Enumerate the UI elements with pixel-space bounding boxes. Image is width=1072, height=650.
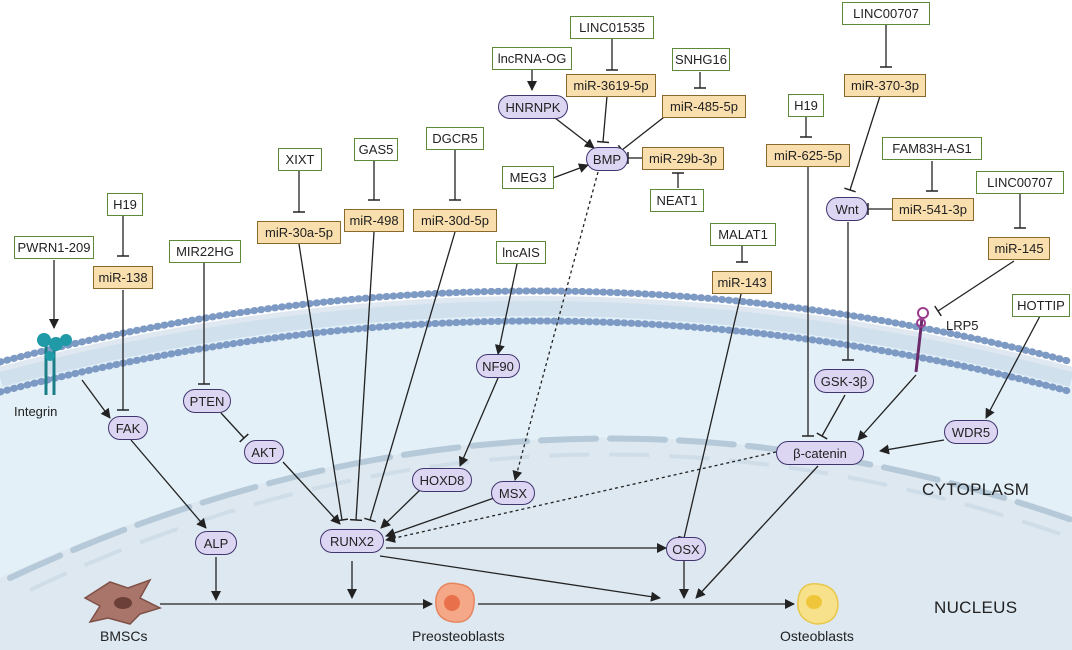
node-wdr5: WDR5	[944, 420, 998, 444]
label-lrp5: LRP5	[946, 318, 979, 333]
membrane-inner	[0, 317, 1072, 396]
nuclear-envelope	[7, 435, 1072, 581]
mirna-mir-30d-5p: miR-30d-5p	[413, 209, 497, 232]
membrane-outer	[0, 287, 1072, 366]
nuclear-envelope-inner	[29, 452, 1072, 592]
node-alp: ALP	[195, 531, 237, 555]
lncrna-lncais: lncAIS	[496, 241, 546, 264]
region-label-nucleus: NUCLEUS	[934, 598, 1018, 617]
mirna-mir-145: miR-145	[988, 237, 1050, 260]
label-bmscs: BMSCs	[100, 628, 148, 644]
mirna-mir-485-5p: miR-485-5p	[662, 95, 746, 118]
membrane-tails	[0, 296, 1072, 387]
lncrna-mir22hg: MIR22HG	[169, 240, 241, 263]
mirna-mir-29b-3p: miR-29b-3p	[642, 147, 724, 170]
lncrna-hottip: HOTTIP	[1012, 294, 1070, 317]
node-akt: AKT	[244, 440, 284, 464]
lncrna-lncrna-og: lncRNA-OG	[492, 47, 572, 70]
bmsc-cell	[83, 578, 163, 625]
node-runx2: RUNX2	[320, 529, 384, 553]
mirna-mir-541-3p: miR-541-3p	[892, 198, 974, 221]
mirna-mir-370-3p: miR-370-3p	[844, 74, 926, 97]
node-osx: OSX	[666, 537, 706, 561]
mirna-mir-625-5p: miR-625-5p	[766, 144, 850, 167]
node-hoxd8: HOXD8	[412, 468, 472, 492]
mirna-mir-498: miR-498	[344, 209, 404, 232]
node-hnrnpk: HNRNPK	[498, 95, 568, 119]
lncrna-malat1: MALAT1	[710, 223, 776, 246]
label-osteoblasts: Osteoblasts	[780, 628, 854, 644]
mirna-mir-3619-5p: miR-3619-5p	[566, 74, 656, 97]
node-beta-catenin: β-catenin	[776, 441, 864, 465]
lncrna-gas5: GAS5	[354, 138, 398, 161]
lncrna-neat1: NEAT1	[650, 189, 704, 212]
node-bmp: BMP	[586, 147, 628, 171]
lncrna-h19-right: H19	[788, 94, 824, 117]
lncrna-h19-left: H19	[107, 193, 143, 216]
mirna-mir-143: miR-143	[712, 271, 772, 294]
lrp5-receptor	[914, 307, 929, 373]
lncrna-pwrn1-209: PWRN1-209	[14, 236, 94, 259]
node-fak: FAK	[108, 416, 148, 440]
node-nf90: NF90	[476, 354, 520, 378]
lncrna-dgcr5: DGCR5	[426, 127, 484, 150]
lncrna-linc00707-right: LINC00707	[976, 171, 1064, 194]
mirna-mir-30a-5p: miR-30a-5p	[257, 221, 341, 244]
node-pten: PTEN	[183, 389, 231, 413]
integrin-receptor	[37, 333, 72, 395]
lncrna-xixt: XIXT	[278, 148, 322, 171]
lncrna-meg3: MEG3	[502, 166, 554, 189]
label-integrin: Integrin	[14, 404, 58, 419]
lncrna-snhg16: SNHG16	[672, 48, 730, 71]
label-preosteoblasts: Preosteoblasts	[412, 628, 505, 644]
node-wnt: Wnt	[826, 197, 868, 221]
lncrna-linc01535: LINC01535	[570, 16, 654, 39]
region-label-cytoplasm: CYTOPLASM	[922, 480, 1030, 499]
osteoblast-cell	[797, 583, 839, 625]
node-msx: MSX	[491, 481, 535, 505]
node-gsk3b: GSK-3β	[814, 369, 874, 393]
lncrna-fam83h-as1: FAM83H-AS1	[882, 137, 982, 160]
lncrna-linc00707-top: LINC00707	[842, 2, 930, 25]
mirna-mir-138: miR-138	[93, 266, 153, 289]
preosteoblast-cell	[435, 582, 475, 623]
